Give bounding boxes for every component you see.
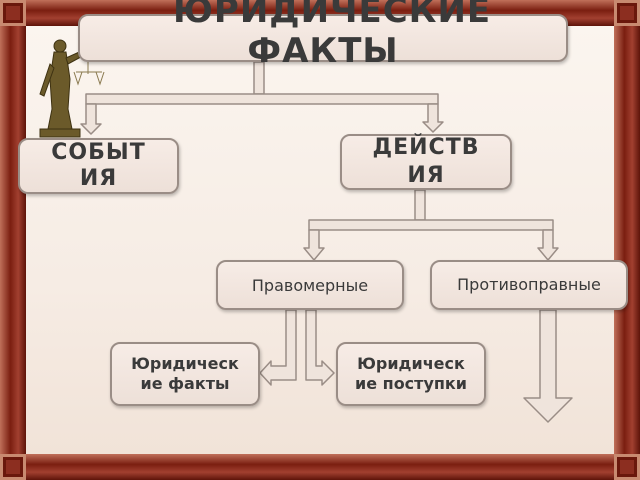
connector-mid-bar [308, 219, 554, 231]
frame-corner-bottom-right [614, 454, 640, 480]
frame-right [614, 0, 640, 480]
title-text: ЮРИДИЧЕСКИЕ ФАКТЫ [173, 0, 492, 71]
legal-acts-text: Юридические факты [131, 354, 239, 393]
frame-corner-top-right [614, 0, 640, 26]
arrow-to-actions [422, 103, 444, 133]
arrow-to-legal-deeds [305, 309, 335, 386]
connector-actions-trunk [414, 189, 426, 221]
legal-deeds-text: Юридические поступки [355, 354, 467, 393]
frame-bottom [0, 454, 640, 480]
events-text: СОБЫТИЯ [51, 140, 146, 191]
arrow-to-legal-acts [259, 309, 297, 386]
unlawful-text: Противоправные [457, 275, 601, 294]
unlawful-box: Противоправные [430, 260, 628, 310]
arrow-to-lawful [303, 229, 325, 261]
connector-top-bar [85, 93, 439, 105]
lawful-text: Правомерные [251, 275, 369, 295]
frame-left [0, 0, 26, 480]
arrow-to-events [80, 103, 102, 135]
arrow-down-unlawful [523, 309, 573, 423]
frame-corner-bottom-left [0, 454, 26, 480]
legal-deeds-box: Юридические поступки [336, 342, 486, 406]
legal-acts-box: Юридические факты [110, 342, 260, 406]
events-box: СОБЫТИЯ [18, 138, 179, 194]
title-box: ЮРИДИЧЕСКИЕ ФАКТЫ [78, 0, 568, 71]
actions-text: ДЕЙСТВИЯ [372, 135, 480, 188]
actions-box: ДЕЙСТВИЯ [340, 134, 512, 190]
frame-corner-top-left [0, 0, 26, 26]
arrow-to-unlawful [537, 229, 559, 261]
lawful-box: Правомерные [216, 260, 404, 310]
